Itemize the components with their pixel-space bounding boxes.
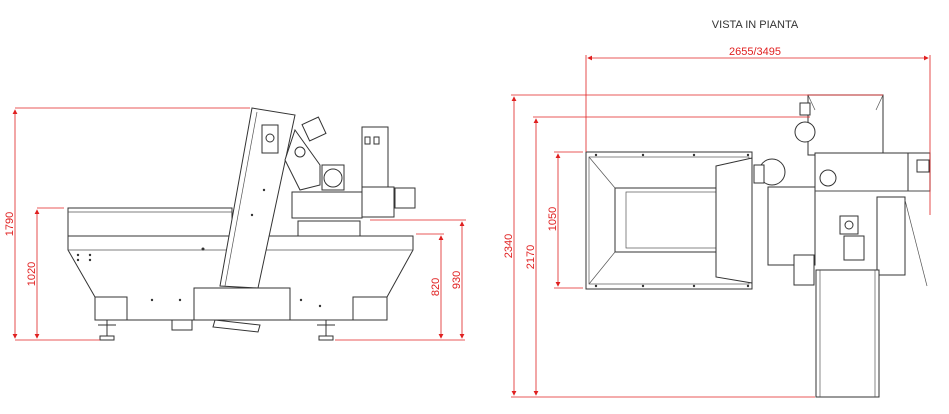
levelling-foot-left: [98, 320, 116, 341]
levelling-foot-right: [317, 320, 335, 341]
dimension-label: 2340: [503, 234, 515, 258]
dimension-label: 1050: [547, 207, 559, 231]
center-housing: [193, 287, 291, 321]
outfeed-conveyor: [815, 269, 880, 398]
control-box: [361, 126, 389, 188]
dimension-2655-3495: 2655/3495: [585, 46, 931, 215]
dimension-label: 1790: [4, 212, 16, 236]
dimension-label: 820: [430, 278, 442, 296]
foot-box-left: [94, 296, 128, 321]
control-panel: [876, 196, 906, 276]
upper-hopper: [807, 94, 884, 156]
dimension-820: 820: [416, 233, 444, 339]
dimension-1790: 1790: [4, 107, 250, 339]
dimension-2170: 2170: [525, 116, 810, 396]
center-conveyor: [767, 186, 816, 266]
chute: [284, 128, 321, 191]
dimension-label: 930: [451, 271, 463, 289]
dimension-label: 1020: [26, 262, 38, 286]
dimension-label: 2655/3495: [729, 46, 781, 58]
hopper-ramp: [715, 157, 753, 284]
side-view: 1790 1020 930 820: [4, 107, 466, 341]
conveyor-bed: [67, 207, 233, 237]
dimension-1050: 1050: [547, 151, 583, 289]
dimension-1020: 1020: [26, 207, 64, 339]
plan-view: VISTA IN PIANTA: [503, 19, 931, 398]
motor-top: [301, 116, 327, 142]
dimension-2340: 2340: [503, 94, 883, 396]
dimension-label: 2170: [525, 245, 537, 269]
foot-box-right: [352, 296, 388, 321]
plan-view-title: VISTA IN PIANTA: [712, 19, 799, 31]
press-unit: [291, 191, 363, 219]
dimension-930: 930: [370, 219, 466, 339]
gear-motor: [394, 187, 416, 209]
